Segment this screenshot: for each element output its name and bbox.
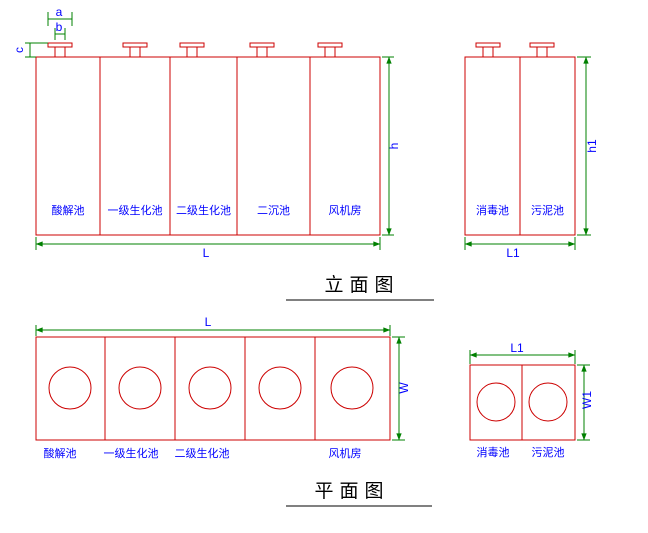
pipe-flange bbox=[47, 42, 73, 48]
dim-b-label: b bbox=[55, 20, 63, 34]
dim-c-label: c bbox=[12, 47, 26, 53]
dim-h-label: h bbox=[387, 142, 401, 150]
tank-label-disinfection: 消毒池 bbox=[476, 205, 509, 217]
tank-label-sludge: 污泥池 bbox=[531, 205, 564, 217]
dim-L-elevation bbox=[35, 237, 381, 250]
tank-opening-circle bbox=[476, 382, 516, 422]
dim-L1-elevation bbox=[464, 237, 576, 250]
plan-dim-L-label: L bbox=[204, 315, 212, 329]
dim-h bbox=[382, 56, 394, 236]
dim-W-plan bbox=[392, 336, 405, 441]
pipe-stem bbox=[54, 46, 66, 58]
dim-a bbox=[47, 12, 73, 26]
plan-label-bio-stage-1: 一级生化池 bbox=[103, 448, 159, 460]
plan-dim-L1-label: L1 bbox=[510, 341, 524, 355]
dim-L-plan bbox=[35, 325, 391, 336]
tank-label-secondary-settling: 二沉池 bbox=[257, 205, 290, 217]
elevation-main-pipes bbox=[47, 42, 343, 58]
plan-side-block bbox=[469, 364, 576, 441]
plan-view-title: 平面图 bbox=[314, 481, 390, 502]
elevation-view-title: 立面图 bbox=[324, 275, 400, 296]
pipe-stem bbox=[324, 46, 336, 58]
dim-L-label: L bbox=[202, 246, 210, 260]
pipe-flange bbox=[317, 42, 343, 48]
elevation-main-block bbox=[35, 56, 381, 236]
dim-W1-plan bbox=[577, 364, 590, 441]
plan-label-acid-hydrolysis: 酸解池 bbox=[43, 448, 77, 460]
dim-L1-plan bbox=[469, 350, 576, 364]
pipe-stem bbox=[186, 46, 198, 58]
plan-main-outline bbox=[35, 336, 391, 441]
dim-b bbox=[54, 28, 66, 40]
plan-label-disinfection: 消毒池 bbox=[476, 447, 510, 459]
pipe-flange bbox=[179, 42, 205, 48]
elevation-side-block bbox=[464, 42, 576, 236]
pipe-flange bbox=[475, 42, 501, 48]
tank-label-acid-hydrolysis: 酸解池 bbox=[51, 205, 85, 217]
pipe-stem bbox=[129, 46, 141, 58]
tank-opening-circle bbox=[258, 366, 302, 410]
tank-label-bio-stage-2: 二级生化池 bbox=[176, 205, 231, 217]
elevation-main-outline bbox=[35, 56, 381, 236]
tank-opening-circle bbox=[188, 366, 232, 410]
dim-h1-label: h1 bbox=[585, 139, 599, 153]
dim-c bbox=[25, 42, 48, 58]
plan-label-sludge: 污泥池 bbox=[531, 447, 565, 459]
pipe-flange bbox=[122, 42, 148, 48]
plan-label-bio-stage-2: 二级生化池 bbox=[174, 448, 230, 460]
tank-opening-circle bbox=[48, 366, 92, 410]
pipe-stem bbox=[482, 46, 494, 58]
plan-label-fan-room: 风机房 bbox=[328, 448, 362, 460]
tank-label-bio-stage-1: 一级生化池 bbox=[107, 205, 163, 217]
tank-opening-circle bbox=[528, 382, 568, 422]
tank-opening-circle bbox=[330, 366, 374, 410]
pipe-flange bbox=[529, 42, 555, 48]
dim-L1-label: L1 bbox=[506, 246, 520, 260]
tank-label-fan-room: 风机房 bbox=[328, 205, 362, 217]
tank-opening-circle bbox=[118, 366, 162, 410]
plan-main-block bbox=[35, 336, 391, 441]
dim-h1 bbox=[577, 56, 591, 236]
pipe-stem bbox=[536, 46, 548, 58]
plan-dim-W-label: W bbox=[397, 382, 411, 394]
dim-a-label: a bbox=[55, 5, 63, 19]
plan-dim-W1-label: W1 bbox=[580, 391, 594, 409]
pipe-flange bbox=[249, 42, 275, 48]
pipe-stem bbox=[256, 46, 268, 58]
